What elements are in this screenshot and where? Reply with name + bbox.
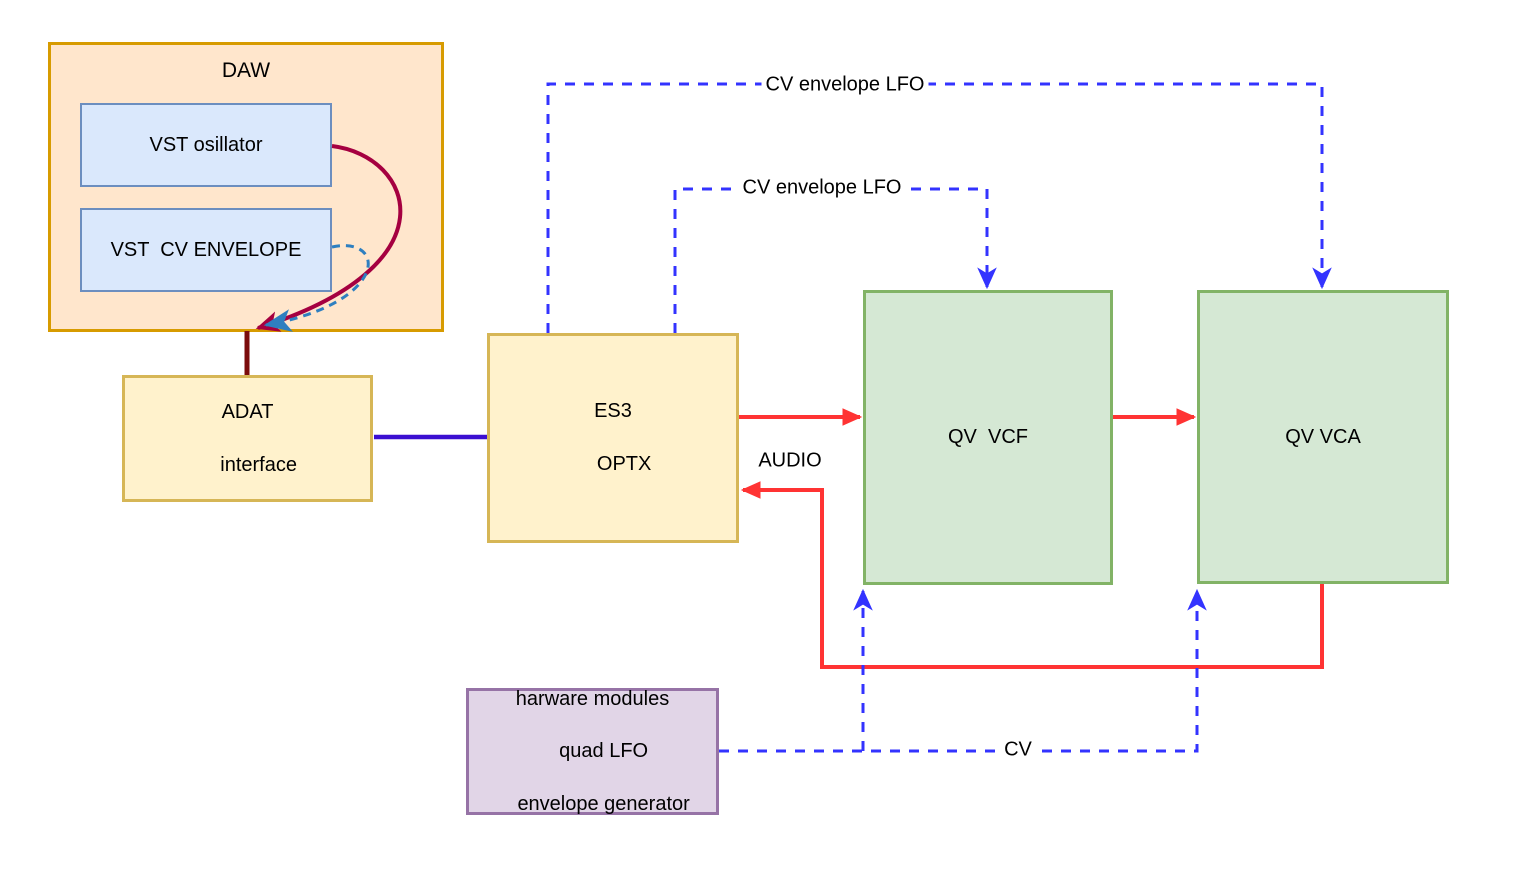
vst-oscillator-label: VST osillator xyxy=(149,133,263,156)
es3-line1: ES3 xyxy=(594,400,632,423)
es3-line2: OPTX xyxy=(596,453,652,476)
node-vst-oscillator: VST osillator xyxy=(80,103,332,187)
edge-label-cv-envelope-lfo-top: CV envelope LFO xyxy=(761,73,929,97)
hardware-modules-label: harware modules quad LFO envelope genera… xyxy=(495,686,690,818)
edge-label-cv: CV xyxy=(1000,738,1036,762)
adat-interface-label: ADAT interface xyxy=(198,399,297,478)
node-qv-vcf: QV VCF xyxy=(863,290,1113,585)
edge-label-cv-envelope-lfo-mid: CV envelope LFO xyxy=(738,176,906,200)
qv-vca-label: QV VCA xyxy=(1285,425,1361,448)
hardware-line3: envelope generator xyxy=(517,793,690,816)
hardware-line1: harware modules xyxy=(515,687,670,710)
node-vst-cv-envelope: VST CV ENVELOPE xyxy=(80,208,332,292)
node-adat-interface: ADAT interface xyxy=(122,375,373,502)
vst-cv-envelope-label: VST CV ENVELOPE xyxy=(110,238,302,261)
node-hardware-modules: harware modules quad LFO envelope genera… xyxy=(466,688,719,815)
node-es3-optx: ES3 OPTX xyxy=(487,333,739,543)
qv-vcf-label: QV VCF xyxy=(947,426,1028,449)
adat-line1: ADAT xyxy=(221,400,274,423)
hardware-line2: quad LFO xyxy=(559,740,649,763)
edge-label-audio: AUDIO xyxy=(754,449,826,473)
es3-optx-label: ES3 OPTX xyxy=(575,398,652,477)
wire-cv-hardware-to-vca xyxy=(719,588,1207,753)
node-qv-vca: QV VCA xyxy=(1197,290,1449,584)
adat-line2: interface xyxy=(220,453,297,476)
daw-title: DAW xyxy=(221,59,271,82)
